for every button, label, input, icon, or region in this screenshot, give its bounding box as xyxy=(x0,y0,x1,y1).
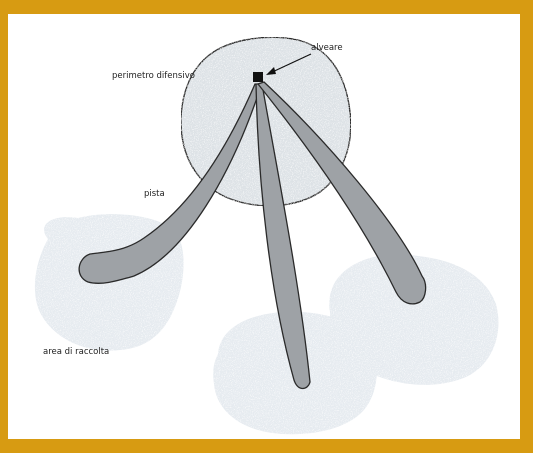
hive-label: alveare xyxy=(311,43,343,53)
bee-foraging-diagram: alveare perimetro difensivo pista area d… xyxy=(8,14,520,439)
trail-label: pista xyxy=(144,189,165,199)
hive-marker xyxy=(253,72,263,82)
foraging-area-label: area di raccolta xyxy=(43,347,109,357)
diagram-frame: alveare perimetro difensivo pista area d… xyxy=(8,14,520,439)
perimeter-label: perimetro difensivo xyxy=(112,71,195,81)
